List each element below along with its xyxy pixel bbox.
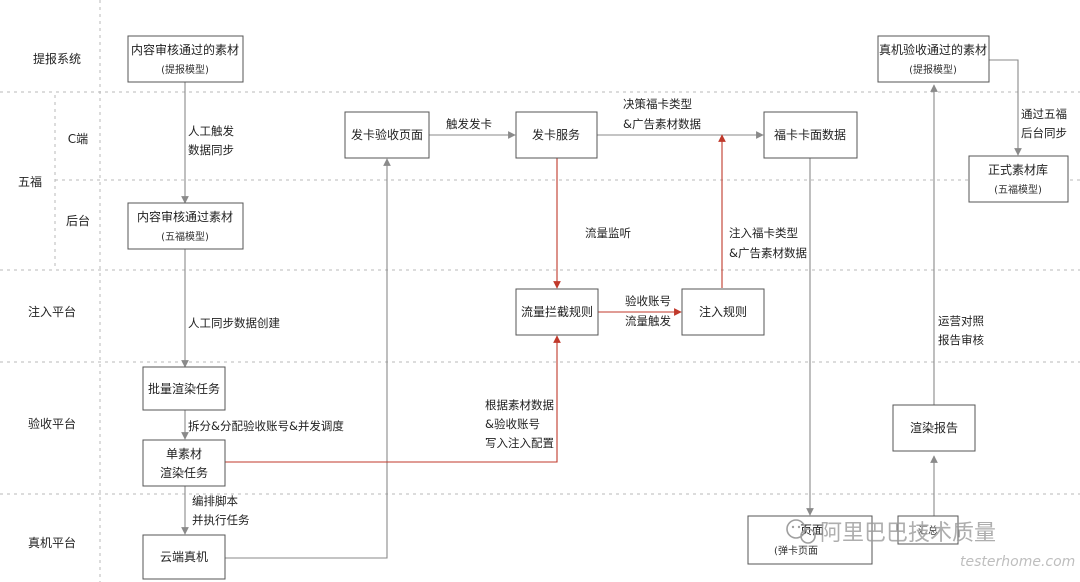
lane-label-wufu: 五福 — [18, 174, 42, 189]
edge-label-decide-type-1: 决策福卡类型 — [623, 97, 692, 111]
node-single-task: 单素材 渲染任务 — [142, 439, 226, 487]
edge-label-decide-type-2: &广告素材数据 — [623, 117, 701, 131]
edge-labels: 人工触发 数据同步 人工同步数据创建 拆分&分配验收账号&并发调度 编排脚本 并… — [188, 97, 1067, 527]
node-inject-rule: 注入规则 — [681, 288, 765, 336]
watermark-partial-text: 汇总 — [918, 524, 938, 537]
node-partial-box: 汇总 — [897, 515, 959, 545]
edge-label-script-exec-1: 编排脚本 — [192, 494, 238, 508]
node-traffic-rule: 流量拦截规则 — [515, 288, 599, 336]
node-audit-material: 内容审核通过的素材 (提报模型) — [127, 35, 244, 83]
lane-label-c-end: C端 — [68, 132, 88, 146]
lane-label-device-platform: 真机平台 — [28, 535, 76, 550]
svg-text:(五福模型): (五福模型) — [994, 183, 1042, 196]
node-cloud-device: 云端真机 — [142, 534, 226, 580]
edge-label-write-config-3: 写入注入配置 — [485, 436, 554, 450]
edge-label-write-config-1: 根据素材数据 — [485, 398, 554, 412]
node-formal-library: 正式素材库 (五福模型) — [968, 155, 1069, 203]
node-device-verified: 真机验收通过的素材 (提报模型) — [877, 35, 990, 83]
edge-label-verify-account-1: 验收账号 — [625, 294, 671, 308]
node-audit-material-wufu: 内容审核通过素材 (五福模型) — [127, 202, 244, 250]
lane-label-verify-platform: 验收平台 — [28, 416, 76, 431]
lane-label-tibao: 提报系统 — [33, 51, 81, 66]
svg-text:渲染任务: 渲染任务 — [160, 465, 208, 480]
edge-label-inject-type-1: 注入福卡类型 — [729, 226, 798, 240]
svg-text:渲染报告: 渲染报告 — [910, 420, 958, 435]
svg-text:(提报模型): (提报模型) — [161, 63, 209, 76]
node-card-service: 发卡服务 — [515, 111, 598, 159]
edge-single-to-traffic-rule — [225, 335, 561, 463]
node-verify-page: 发卡验收页面 — [344, 111, 430, 159]
wechat-logo-icon — [786, 519, 816, 544]
lane-labels: 提报系统 五福 C端 后台 注入平台 验收平台 真机平台 — [18, 51, 90, 550]
edge-device-to-verify-page — [225, 158, 391, 559]
edge-label-split-assign: 拆分&分配验收账号&并发调度 — [188, 419, 344, 433]
svg-text:单素材: 单素材 — [166, 447, 202, 461]
svg-text:(提报模型): (提报模型) — [909, 63, 957, 76]
edge-label-ops-review-2: 报告审核 — [938, 333, 984, 347]
svg-text:流量拦截规则: 流量拦截规则 — [521, 304, 593, 319]
svg-text:内容审核通过素材: 内容审核通过素材 — [137, 209, 233, 224]
edge-label-wufu-sync-1: 通过五福 — [1021, 107, 1067, 121]
edge-label-wufu-sync-2: 后台同步 — [1021, 126, 1067, 140]
watermark-brand: 阿里巴巴技术质量 — [820, 521, 996, 546]
edge-label-ops-review-1: 运营对照 — [938, 314, 984, 328]
svg-text:发卡验收页面: 发卡验收页面 — [351, 127, 423, 142]
svg-text:福卡卡面数据: 福卡卡面数据 — [774, 127, 846, 142]
edge-label-traffic-listen: 流量监听 — [585, 226, 631, 240]
edge-label-write-config-2: &验收账号 — [485, 417, 540, 431]
lane-label-backend: 后台 — [66, 213, 90, 228]
svg-text:真机验收通过的素材: 真机验收通过的素材 — [879, 42, 987, 57]
edge-label-manual-trigger-1: 人工触发 — [188, 124, 234, 138]
svg-text:(五福模型): (五福模型) — [161, 230, 209, 243]
node-render-report: 渲染报告 — [892, 404, 976, 452]
edges-red — [225, 134, 726, 463]
watermark: 阿里巴巴技术质量 testerhome.com — [786, 519, 1075, 570]
svg-text:注入规则: 注入规则 — [699, 304, 747, 319]
edge-label-inject-type-2: &广告素材数据 — [729, 246, 807, 260]
edge-device-verified-to-library — [989, 59, 1022, 156]
watermark-site: testerhome.com — [960, 554, 1075, 570]
svg-text:内容审核通过的素材: 内容审核通过的素材 — [131, 42, 239, 57]
svg-text:云端真机: 云端真机 — [160, 550, 208, 564]
edge-label-trigger-card: 触发发卡 — [446, 117, 492, 131]
edge-label-script-exec-2: 并执行任务 — [192, 513, 250, 527]
edge-label-manual-sync: 人工同步数据创建 — [188, 316, 280, 330]
lane-label-inject-platform: 注入平台 — [28, 304, 76, 319]
edge-label-manual-trigger-2: 数据同步 — [188, 143, 234, 157]
svg-text:批量渲染任务: 批量渲染任务 — [148, 381, 220, 396]
node-card-face-data: 福卡卡面数据 — [763, 111, 858, 159]
node-batch-task: 批量渲染任务 — [142, 366, 226, 411]
edges-gray — [181, 59, 1022, 559]
svg-text:(弹卡页面: (弹卡页面 — [774, 544, 818, 557]
svg-text:发卡服务: 发卡服务 — [532, 127, 580, 142]
svg-text:正式素材库: 正式素材库 — [988, 162, 1048, 177]
edge-label-verify-account-2: 流量触发 — [625, 314, 671, 328]
